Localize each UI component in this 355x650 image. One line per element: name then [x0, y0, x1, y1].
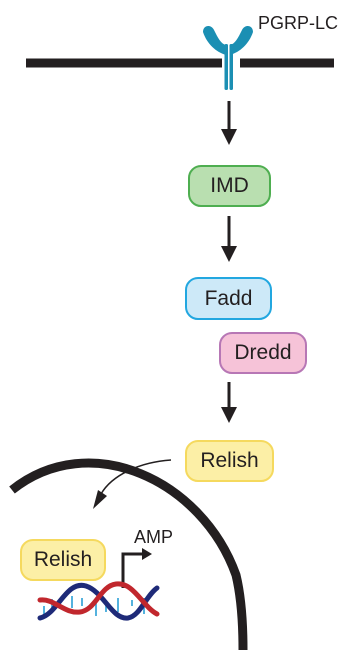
- amp-gene-label: AMP: [134, 527, 174, 547]
- relish-nucleus-node: Relish: [20, 539, 106, 581]
- arrow-receptor-to-imd: [221, 101, 237, 145]
- translocation-arrow: [93, 459, 172, 509]
- signaling-arrows: [221, 101, 237, 423]
- dredd-node: Dredd: [219, 332, 307, 374]
- pgrp-lc-label: PGRP-LC: [258, 13, 339, 33]
- imd-node: IMD: [188, 165, 271, 207]
- transcription-start-arrow: [121, 548, 152, 588]
- fadd-node: Fadd: [185, 277, 272, 320]
- arrow-imd-to-fadd: [221, 216, 237, 262]
- relish-cytoplasm-node: Relish: [185, 440, 274, 482]
- pgrp-lc-receptor-icon: [203, 26, 253, 90]
- arrow-dredd-to-relish: [221, 382, 237, 423]
- dna-helix-icon: [37, 581, 160, 621]
- nuclear-envelope: [9, 458, 248, 650]
